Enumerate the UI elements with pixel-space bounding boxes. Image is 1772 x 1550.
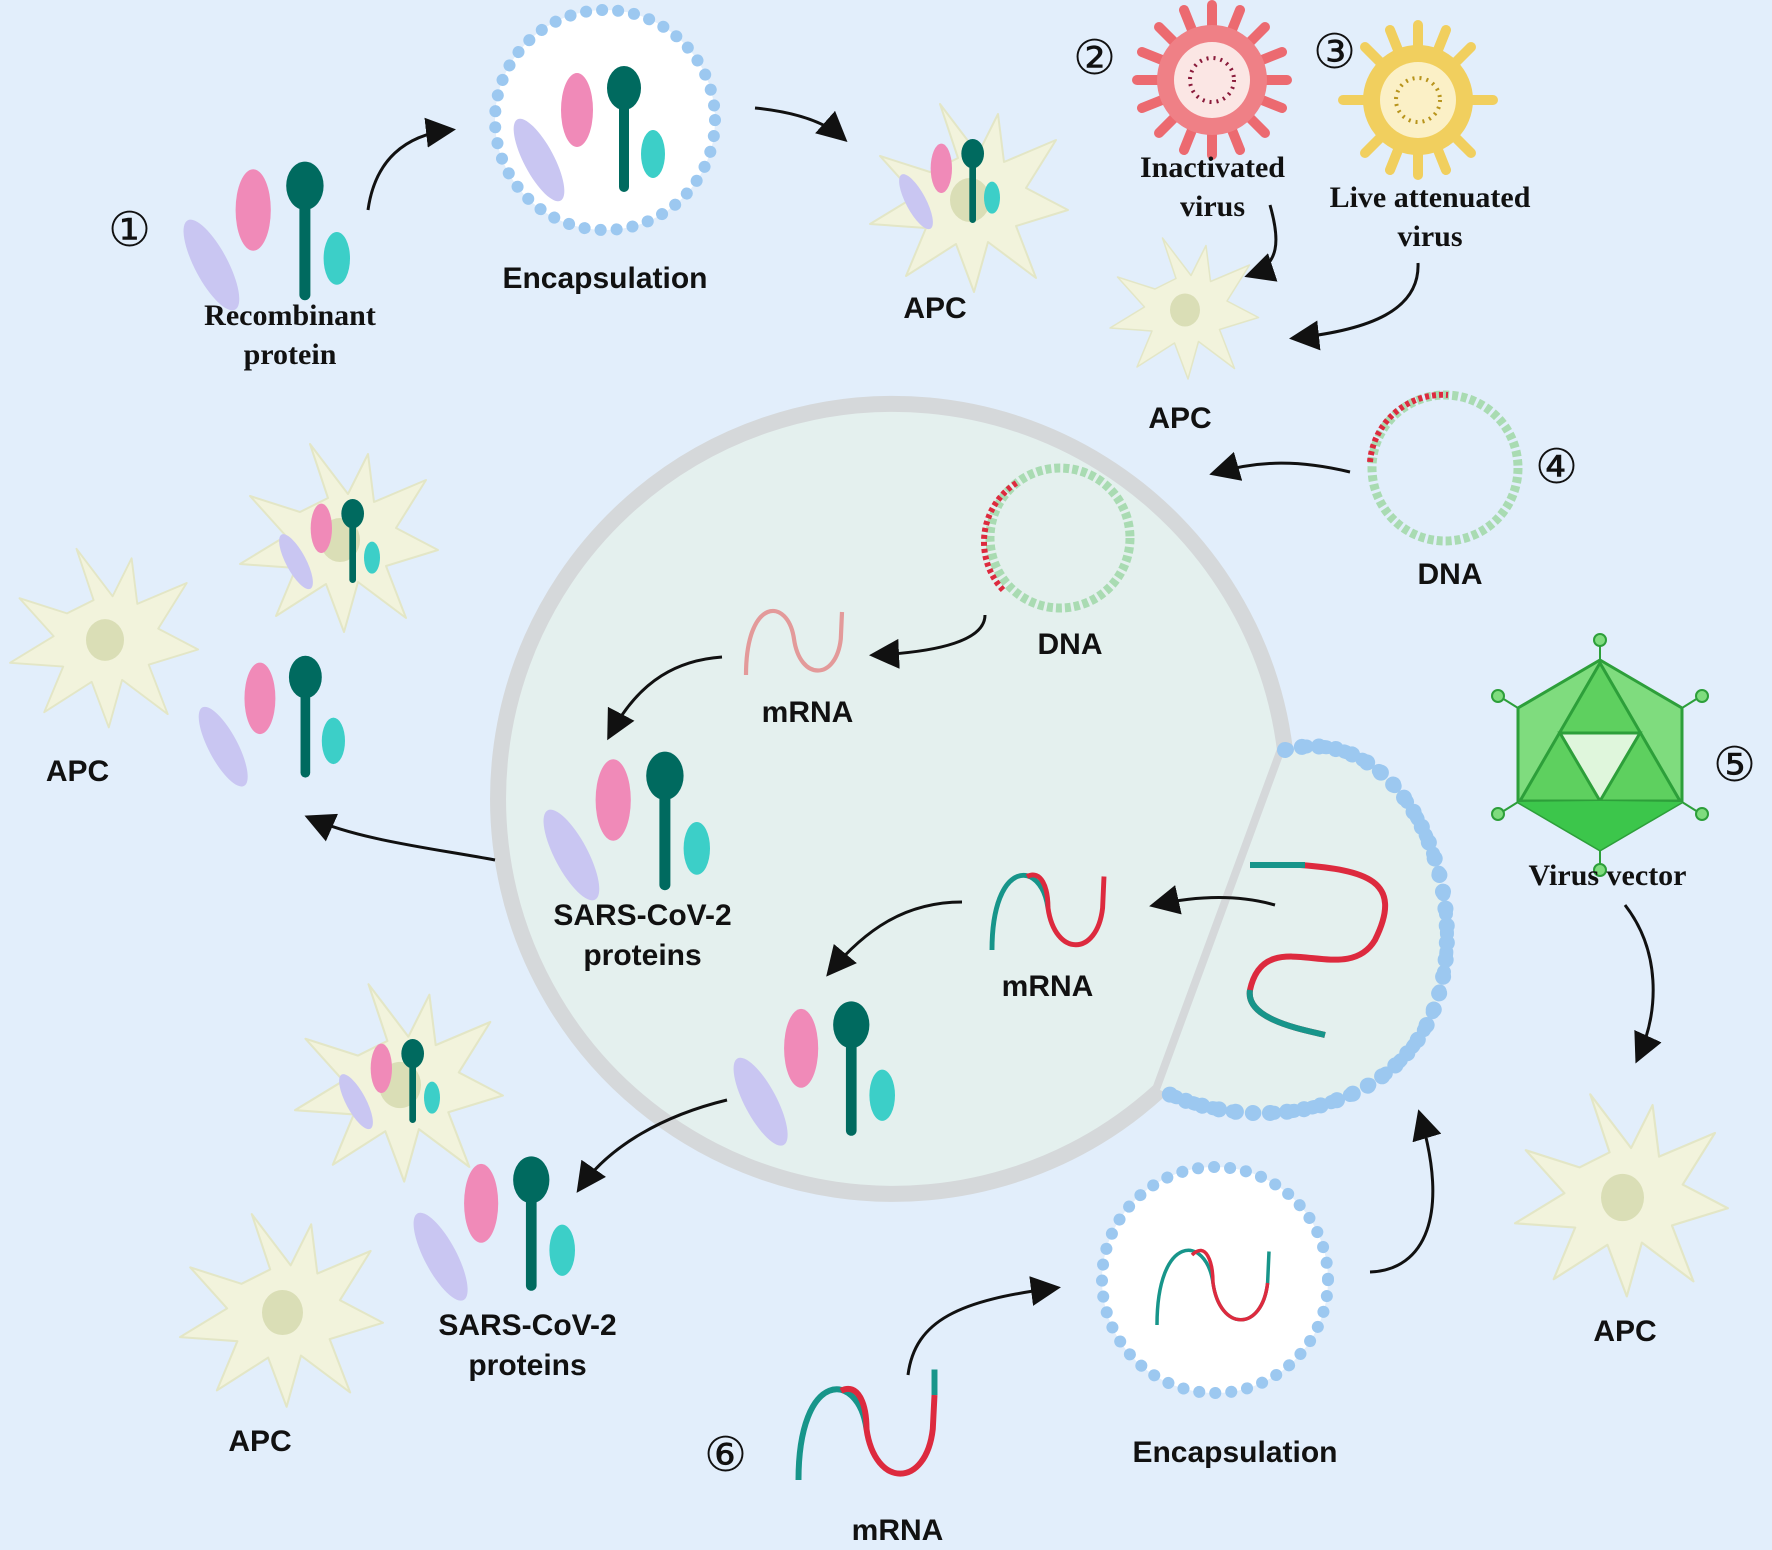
marker-6: ⑥ [704, 1427, 748, 1483]
apc-cell-bottom-2 [178, 1213, 384, 1408]
apc-cell-bottom-1 [293, 983, 504, 1183]
apc-cell-virus [1109, 237, 1260, 380]
apc-top-label: APC [903, 292, 967, 325]
host-cell [490, 395, 1294, 1202]
marker-5: ⑤ [1713, 737, 1757, 793]
apc-cell-left-2 [9, 547, 200, 729]
apc-left-label: APC [45, 755, 110, 788]
apc-vector-label: APC [1593, 1315, 1657, 1348]
virus-vector-graphic [1491, 633, 1709, 877]
virus-vector-label: Virus vector [1528, 859, 1687, 892]
dna-plasmid-inside [981, 463, 1135, 613]
marker-2: ② [1073, 30, 1117, 86]
sars-proteins-inside-label: SARS-CoV-2 proteins [553, 899, 732, 972]
mrna-inside-top-graphic [743, 609, 845, 676]
encapsulation-top-label: Encapsulation [502, 262, 708, 295]
live-attenuated-virus-label: Live attenuated virus [1329, 181, 1531, 253]
dna-outside-label: DNA [1417, 558, 1483, 591]
sars-proteins-outside-label: SARS-CoV-2 proteins [438, 1309, 617, 1382]
recombinant-protein-label: Recombinant protein [204, 299, 376, 371]
encapsulation-bottom-label: Encapsulation [1132, 1436, 1338, 1469]
mrna-bottom-label: mRNA [851, 1514, 944, 1547]
lipid-nanoparticle-top [489, 4, 721, 236]
recombinant-protein-graphic [173, 161, 350, 318]
mrna-inside-bottom-label: mRNA [1001, 970, 1094, 1003]
marker-3: ③ [1313, 24, 1357, 80]
marker-4: ④ [1535, 439, 1579, 495]
mrna-fused-graphic [1246, 862, 1389, 1038]
apc-cell-top [869, 103, 1069, 293]
dna-plasmid-outside [1367, 390, 1523, 546]
inactivated-virus-graphic [1132, 0, 1292, 160]
lipid-nanoparticle-bottom [1096, 1161, 1334, 1399]
sars-proteins-outside-graphic [403, 1156, 575, 1308]
inactivated-virus-label: Inactivated virus [1140, 151, 1285, 223]
marker-1: ① [108, 202, 152, 258]
apc-cell-vector [1513, 1093, 1729, 1298]
apc-bottom-left-label: APC [228, 1425, 292, 1458]
apc-virus-label: APC [1148, 402, 1212, 435]
live-attenuated-virus-graphic [1338, 20, 1498, 180]
mrna-inside-top-label: mRNA [761, 696, 854, 729]
mrna-bottom-graphic [795, 1369, 938, 1481]
mrna-inside-bottom-graphic [989, 872, 1107, 951]
released-proteins-graphic [189, 655, 345, 793]
dna-inside-label: DNA [1037, 628, 1103, 661]
flow-arrows [304, 106, 1662, 1376]
apc-cell-left-1 [239, 443, 439, 633]
